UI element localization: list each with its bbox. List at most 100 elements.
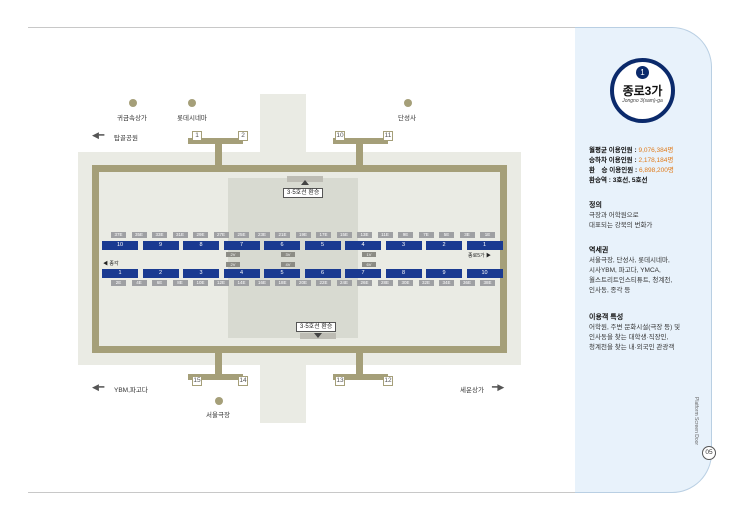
- platform-door[interactable]: 30E: [398, 280, 413, 286]
- platform-door[interactable]: 38E: [480, 280, 495, 286]
- arrow-left-icon: ◀━: [92, 130, 105, 140]
- page-number: 05: [702, 446, 716, 460]
- top-rule: [28, 27, 578, 28]
- platform-door[interactable]: 35E: [131, 232, 147, 238]
- exit-12[interactable]: 12: [383, 376, 393, 386]
- section-line: 시사YBM, 파고다, YMCA,: [589, 267, 661, 274]
- train-car[interactable]: 7: [345, 269, 381, 278]
- platform-door[interactable]: 10E: [193, 280, 208, 286]
- train-car[interactable]: 10: [102, 241, 138, 250]
- arrow-left-icon: ◀━: [92, 382, 105, 392]
- platform-door[interactable]: 13E: [357, 232, 372, 238]
- platform-door[interactable]: 36E: [459, 280, 475, 286]
- platform-door[interactable]: 32E: [418, 280, 434, 286]
- platform-door[interactable]: 23E: [254, 232, 270, 238]
- platform-door[interactable]: 14E: [234, 280, 249, 286]
- train-car[interactable]: 1: [466, 241, 503, 250]
- platform-door[interactable]: 20E: [295, 280, 311, 286]
- train-car[interactable]: 1: [102, 269, 138, 278]
- platform-door[interactable]: 31E: [172, 232, 188, 238]
- platform-door[interactable]: 21E: [275, 232, 290, 238]
- platform-door[interactable]: 22E: [316, 280, 331, 286]
- landmark-danseongsa: 단성사: [398, 115, 416, 122]
- platform-door[interactable]: 8E: [172, 280, 188, 286]
- arrow-right-icon: ━▶: [492, 382, 505, 392]
- platform-door[interactable]: 3E: [459, 232, 475, 238]
- escalator[interactable]: 2V: [226, 262, 240, 267]
- train-car[interactable]: 9: [142, 241, 179, 250]
- train-car[interactable]: 4: [345, 241, 381, 250]
- direction-left-label: ◀ 종각: [103, 260, 119, 267]
- platform-door[interactable]: 26E: [357, 280, 372, 286]
- direction-left-text: 종각: [109, 261, 119, 267]
- platform-door[interactable]: 25E: [234, 232, 249, 238]
- escalator[interactable]: 4V: [281, 262, 295, 267]
- section-heading: 정의: [589, 202, 602, 209]
- landmark-ybm: YBM,파고다: [114, 387, 148, 394]
- train-car[interactable]: 8: [385, 269, 422, 278]
- train-car[interactable]: 8: [183, 241, 219, 250]
- train-car[interactable]: 5: [304, 241, 341, 250]
- platform-door[interactable]: 5E: [439, 232, 454, 238]
- platform-door[interactable]: 9E: [398, 232, 413, 238]
- section-line: 월스트리트인스티튜트, 청계천,: [589, 277, 673, 284]
- train-car[interactable]: 3: [183, 269, 219, 278]
- station-name: 종로3가: [622, 84, 663, 98]
- escalator[interactable]: 3V: [281, 252, 295, 257]
- section-line: 인사동을 찾는 대학생·직장인,: [589, 334, 669, 341]
- platform-door[interactable]: 17E: [316, 232, 331, 238]
- platform-door[interactable]: 34E: [439, 280, 454, 286]
- platform-door[interactable]: 27E: [213, 232, 229, 238]
- south-passage: [260, 363, 306, 423]
- train-car[interactable]: 6: [264, 241, 300, 250]
- transfer-label-top[interactable]: 3·5호선 환승: [283, 188, 324, 198]
- section-line: 극장과 어학원으로: [589, 212, 639, 219]
- train-car[interactable]: 2: [142, 269, 179, 278]
- train-car[interactable]: 4: [223, 269, 260, 278]
- platform-door[interactable]: 7E: [418, 232, 434, 238]
- platform-door[interactable]: 12E: [213, 280, 229, 286]
- exit-14[interactable]: 14: [238, 376, 248, 386]
- transfer-label-bottom[interactable]: 3·5호선 환승: [296, 322, 337, 332]
- exit-10[interactable]: 10: [335, 131, 345, 141]
- platform-door[interactable]: 2E: [111, 280, 126, 286]
- north-passage: [260, 94, 306, 154]
- train-car[interactable]: 6: [304, 269, 341, 278]
- train-car[interactable]: 5: [264, 269, 300, 278]
- exit-13[interactable]: 13: [335, 376, 345, 386]
- exit-1[interactable]: 1: [192, 131, 202, 141]
- station-roman-name: Jongno 3(sam)-ga: [622, 98, 663, 104]
- platform-door[interactable]: 18E: [275, 280, 290, 286]
- train-car[interactable]: 2: [426, 241, 462, 250]
- platform-door[interactable]: 16E: [254, 280, 270, 286]
- exit-15[interactable]: 15: [192, 376, 202, 386]
- line-number-icon: 1: [636, 66, 649, 79]
- platform-door[interactable]: 37E: [111, 232, 126, 238]
- platform-door[interactable]: 15E: [336, 232, 352, 238]
- stat-transfer: 환 승 이용인원 : 6,898,200명: [589, 167, 674, 174]
- stat-transfer-lines: 환승역 : 3호선, 5호선: [589, 177, 648, 184]
- exit-stem-15-14: [215, 350, 222, 380]
- exit-2[interactable]: 2: [238, 131, 248, 141]
- transfer-stair-top: [287, 176, 323, 182]
- platform-door[interactable]: 1E: [480, 232, 495, 238]
- platform-door[interactable]: 33E: [152, 232, 167, 238]
- escalator[interactable]: 6V: [362, 262, 376, 267]
- platform-door[interactable]: 6E: [152, 280, 167, 286]
- exit-stem-13-12: [356, 350, 363, 380]
- platform-door[interactable]: 4E: [131, 280, 147, 286]
- train-car[interactable]: 7: [223, 241, 260, 250]
- platform-door[interactable]: 28E: [377, 280, 393, 286]
- train-car[interactable]: 3: [385, 241, 422, 250]
- platform-door[interactable]: 24E: [336, 280, 352, 286]
- train-car[interactable]: 10: [466, 269, 503, 278]
- section-heading: 역세권: [589, 247, 609, 254]
- exit-11[interactable]: 11: [383, 131, 393, 141]
- escalator[interactable]: 1V: [362, 252, 376, 257]
- train-car[interactable]: 9: [426, 269, 462, 278]
- platform-door[interactable]: 11E: [377, 232, 393, 238]
- escalator[interactable]: 2V: [226, 252, 240, 257]
- platform-door[interactable]: 29E: [193, 232, 208, 238]
- platform-door[interactable]: 19E: [295, 232, 311, 238]
- stat-monthly: 월평균 이용인원 : 9,076,384명: [589, 147, 674, 154]
